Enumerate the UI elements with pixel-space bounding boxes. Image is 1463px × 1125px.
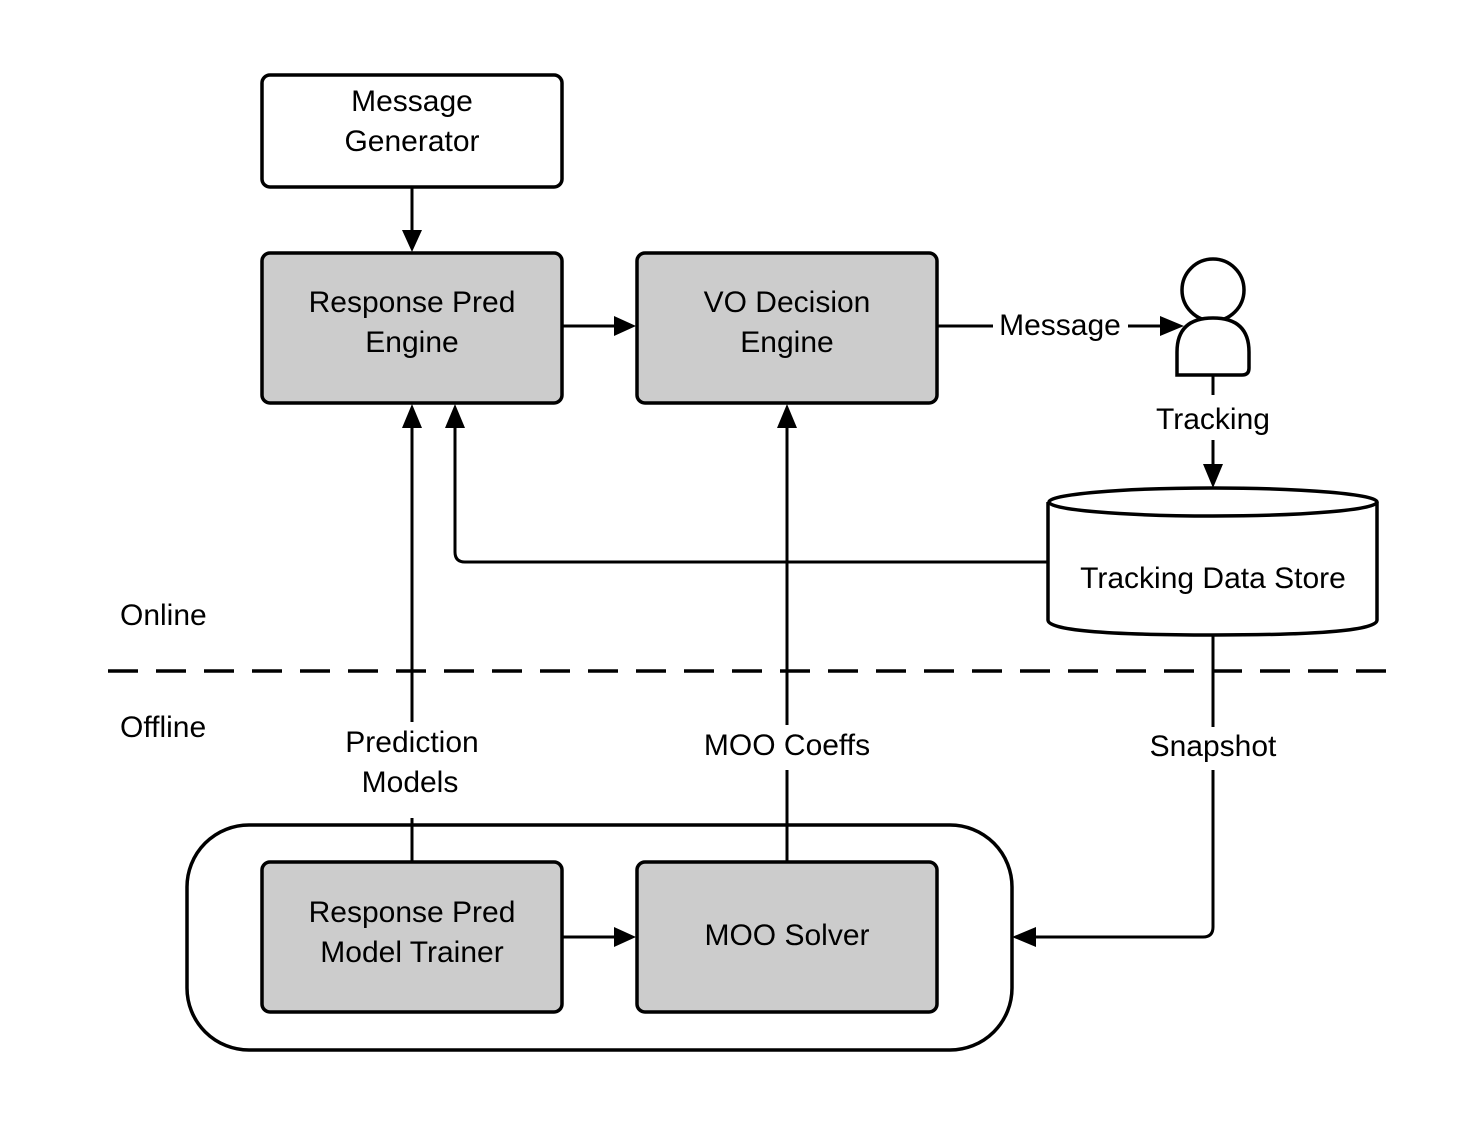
vo-decision-engine-label-1: VO Decision xyxy=(704,286,871,319)
edge-engine-to-decision xyxy=(562,316,636,336)
message-generator-node[interactable]: Message Generator xyxy=(260,73,564,189)
vo-decision-engine-node[interactable]: VO Decision Engine xyxy=(635,251,939,405)
message-generator-label-1: Message xyxy=(351,85,473,118)
tracking-edge-label: Tracking xyxy=(1156,403,1270,436)
response-pred-engine-node[interactable]: Response Pred Engine xyxy=(260,251,564,405)
prediction-models-label-1: Prediction xyxy=(345,726,478,759)
edge-generator-to-engine xyxy=(402,187,422,252)
edge-store-to-engine xyxy=(445,404,1048,564)
tracking-data-store-node[interactable]: Tracking Data Store xyxy=(1046,486,1379,637)
edge-trainer-to-solver xyxy=(562,927,636,947)
message-generator-label-2: Generator xyxy=(344,125,479,158)
model-trainer-label-2: Model Trainer xyxy=(320,936,503,969)
message-edge-label: Message xyxy=(999,309,1121,342)
moo-solver-node[interactable]: MOO Solver xyxy=(635,860,939,1014)
moo-coeffs-label: MOO Coeffs xyxy=(704,729,870,762)
edge-snapshot: Snapshot xyxy=(1012,635,1277,947)
edge-message: Message xyxy=(937,309,1184,342)
vo-decision-engine-label-2: Engine xyxy=(740,326,833,359)
prediction-models-label-2: Models xyxy=(362,766,459,799)
edge-moo-coeffs: MOO Coeffs xyxy=(704,404,870,862)
model-trainer-label-1: Response Pred xyxy=(309,896,516,929)
response-pred-engine-label-1: Response Pred xyxy=(309,286,516,319)
online-label: Online xyxy=(120,599,207,632)
snapshot-label: Snapshot xyxy=(1150,730,1277,763)
edge-prediction-models: Prediction Models xyxy=(345,404,479,862)
tracking-data-store-label: Tracking Data Store xyxy=(1080,562,1346,595)
moo-solver-label: MOO Solver xyxy=(704,919,869,952)
offline-label: Offline xyxy=(120,711,206,744)
response-pred-engine-label-2: Engine xyxy=(365,326,458,359)
person-icon xyxy=(1175,257,1251,377)
edge-tracking: Tracking xyxy=(1156,375,1270,488)
response-pred-model-trainer-node[interactable]: Response Pred Model Trainer xyxy=(260,860,564,1014)
